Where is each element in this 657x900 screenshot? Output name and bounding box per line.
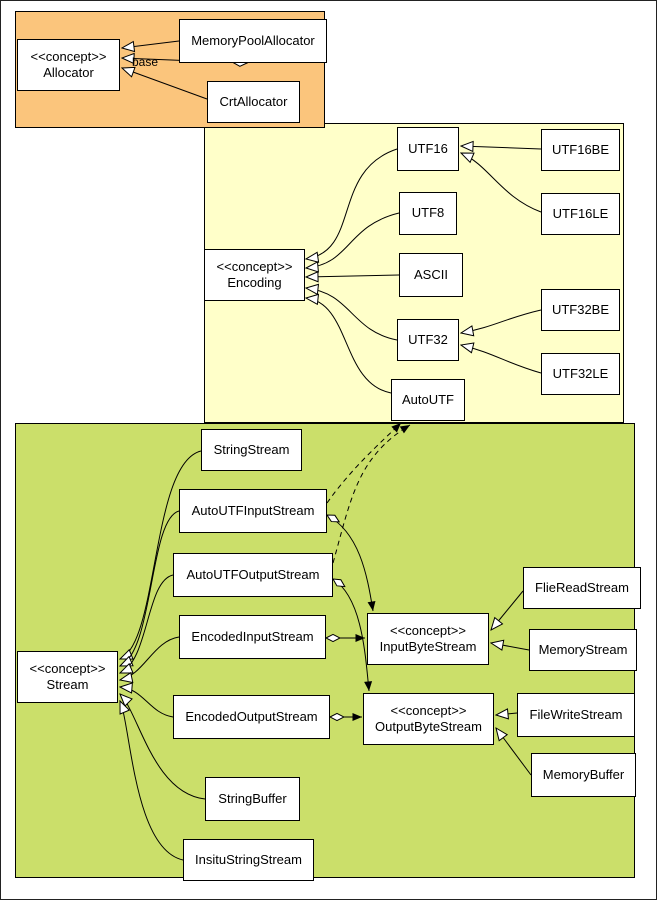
- class-label: UTF32BE: [551, 301, 610, 317]
- class-label: FileWriteStream: [529, 706, 623, 722]
- class-name: InputByteStream: [379, 639, 477, 654]
- class-label: UTF8: [411, 205, 445, 221]
- class-encodedoutputstream: EncodedOutputStream: [173, 695, 330, 739]
- class-label: UTF32LE: [552, 365, 609, 381]
- class-utf32: UTF32: [397, 319, 459, 361]
- class-label: InsituStringStream: [195, 851, 302, 867]
- class-label: EncodedInputStream: [191, 628, 314, 644]
- class-label: StringStream: [213, 441, 290, 457]
- stereotype-label: <<concept>>: [30, 48, 107, 64]
- class-utf32le: UTF32LE: [541, 353, 620, 395]
- class-crtallocator: CrtAllocator: [207, 81, 300, 123]
- class-name: Encoding: [227, 275, 282, 290]
- class-fliereadstream: FlieReadStream: [523, 567, 641, 609]
- class-stream: <<concept>> Stream: [17, 651, 118, 703]
- class-stringstream: StringStream: [201, 429, 302, 471]
- class-label: UTF16: [408, 140, 448, 156]
- class-utf32be: UTF32BE: [541, 289, 620, 331]
- class-label: FlieReadStream: [535, 579, 629, 595]
- class-memorypoolallocator: MemoryPoolAllocator: [179, 19, 327, 63]
- class-utf8: UTF8: [399, 192, 457, 235]
- class-utf16be: UTF16BE: [541, 129, 620, 171]
- class-stringbuffer: StringBuffer: [205, 777, 300, 821]
- class-label: UTF16LE: [552, 205, 609, 221]
- class-ascii: ASCII: [399, 253, 463, 297]
- class-label: EncodedOutputStream: [185, 708, 318, 724]
- class-utf16: UTF16: [397, 127, 459, 171]
- class-label: CrtAllocator: [219, 93, 288, 109]
- class-label: ASCII: [414, 266, 448, 282]
- class-memorystream: MemoryStream: [529, 629, 637, 671]
- class-inputbytestream: <<concept>> InputByteStream: [367, 613, 489, 665]
- class-autoutfoutputstream: AutoUTFOutputStream: [173, 553, 333, 597]
- stereotype-label: <<concept>>: [29, 660, 106, 676]
- class-memorybuffer: MemoryBuffer: [531, 753, 636, 797]
- class-utf16le: UTF16LE: [541, 193, 620, 235]
- class-allocator: <<concept>> Allocator: [17, 39, 120, 91]
- class-label: UTF32: [408, 331, 448, 347]
- stereotype-label: <<concept>>: [390, 622, 466, 638]
- class-label: UTF16BE: [551, 141, 610, 157]
- class-autoutf: AutoUTF: [391, 379, 465, 421]
- class-encoding: <<concept>> Encoding: [204, 249, 305, 301]
- class-name: Allocator: [43, 65, 94, 80]
- class-label: MemoryStream: [538, 641, 628, 657]
- stereotype-label: <<concept>>: [216, 258, 293, 274]
- class-label: AutoUTFOutputStream: [186, 566, 320, 582]
- class-encodedinputstream: EncodedInputStream: [179, 615, 326, 659]
- class-name: Stream: [46, 677, 89, 692]
- class-label: AutoUTFInputStream: [191, 502, 315, 518]
- class-insitustringstream: InsituStringStream: [183, 839, 314, 881]
- class-autoutfinputstream: AutoUTFInputStream: [179, 489, 327, 533]
- class-filewritestream: FileWriteStream: [517, 693, 635, 737]
- stereotype-label: <<concept>>: [390, 702, 467, 718]
- class-label: MemoryPoolAllocator: [191, 32, 315, 48]
- class-name: OutputByteStream: [375, 719, 482, 734]
- class-label: StringBuffer: [218, 790, 287, 806]
- class-outputbytestream: <<concept>> OutputByteStream: [363, 693, 494, 745]
- class-label: MemoryBuffer: [542, 766, 625, 782]
- class-label: AutoUTF: [401, 391, 454, 407]
